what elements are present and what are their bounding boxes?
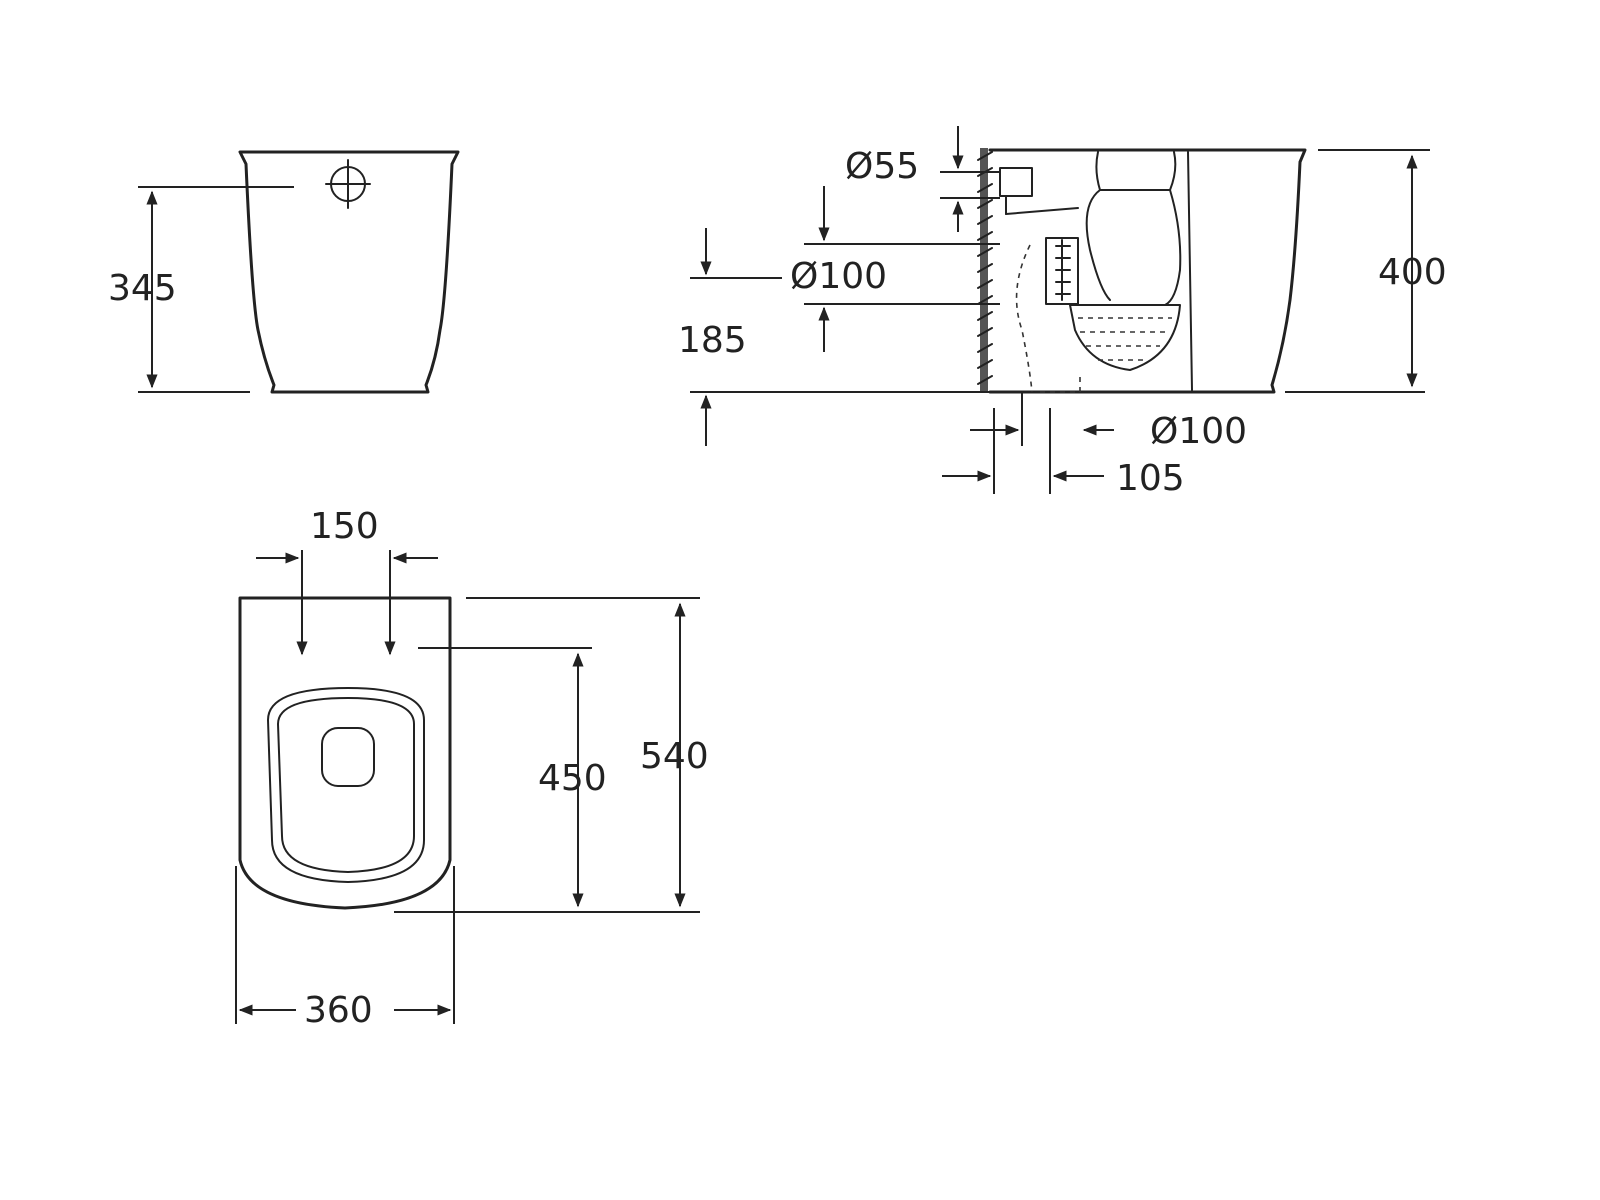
bowl-opening bbox=[321, 727, 375, 787]
waste-connector bbox=[1045, 237, 1079, 305]
total-width-label: 360 bbox=[304, 990, 373, 1031]
water-lines bbox=[1078, 317, 1172, 361]
waste-connector-marks bbox=[1055, 239, 1071, 301]
side-view-outline bbox=[988, 148, 1307, 394]
seat-rim-inner bbox=[277, 697, 415, 873]
floor-outlet-diameter-label: Ø100 bbox=[1150, 411, 1247, 452]
side-view: Ø55 Ø100 185 400 Ø100 105 bbox=[678, 126, 1447, 499]
fixing-spacing-label: 150 bbox=[310, 506, 379, 547]
supply-pipe-base bbox=[1005, 207, 1079, 215]
front-view: 345 bbox=[108, 150, 460, 394]
supply-diameter-label: Ø55 bbox=[845, 146, 919, 187]
total-height-label: 400 bbox=[1378, 252, 1447, 293]
top-view: 150 450 540 360 bbox=[235, 506, 709, 1031]
front-view-outline bbox=[238, 150, 460, 394]
waste-height-label: 185 bbox=[678, 320, 747, 361]
inlet-crosshair-icon bbox=[325, 159, 371, 209]
inlet-height-label: 345 bbox=[108, 268, 177, 309]
wall bbox=[980, 148, 988, 392]
floor-outlet-dashed bbox=[1015, 244, 1081, 393]
top-view-outline bbox=[238, 596, 452, 910]
total-length-label: 540 bbox=[640, 736, 709, 777]
trap-bowl bbox=[1069, 304, 1181, 371]
waste-diameter-label: Ø100 bbox=[790, 256, 887, 297]
outlet-distance-label: 105 bbox=[1116, 458, 1185, 499]
trap-channel bbox=[1085, 151, 1182, 306]
rear-wall-line bbox=[1187, 151, 1193, 391]
supply-inlet bbox=[999, 167, 1033, 197]
seat-length-label: 450 bbox=[538, 758, 607, 799]
seat-outline bbox=[267, 687, 425, 883]
